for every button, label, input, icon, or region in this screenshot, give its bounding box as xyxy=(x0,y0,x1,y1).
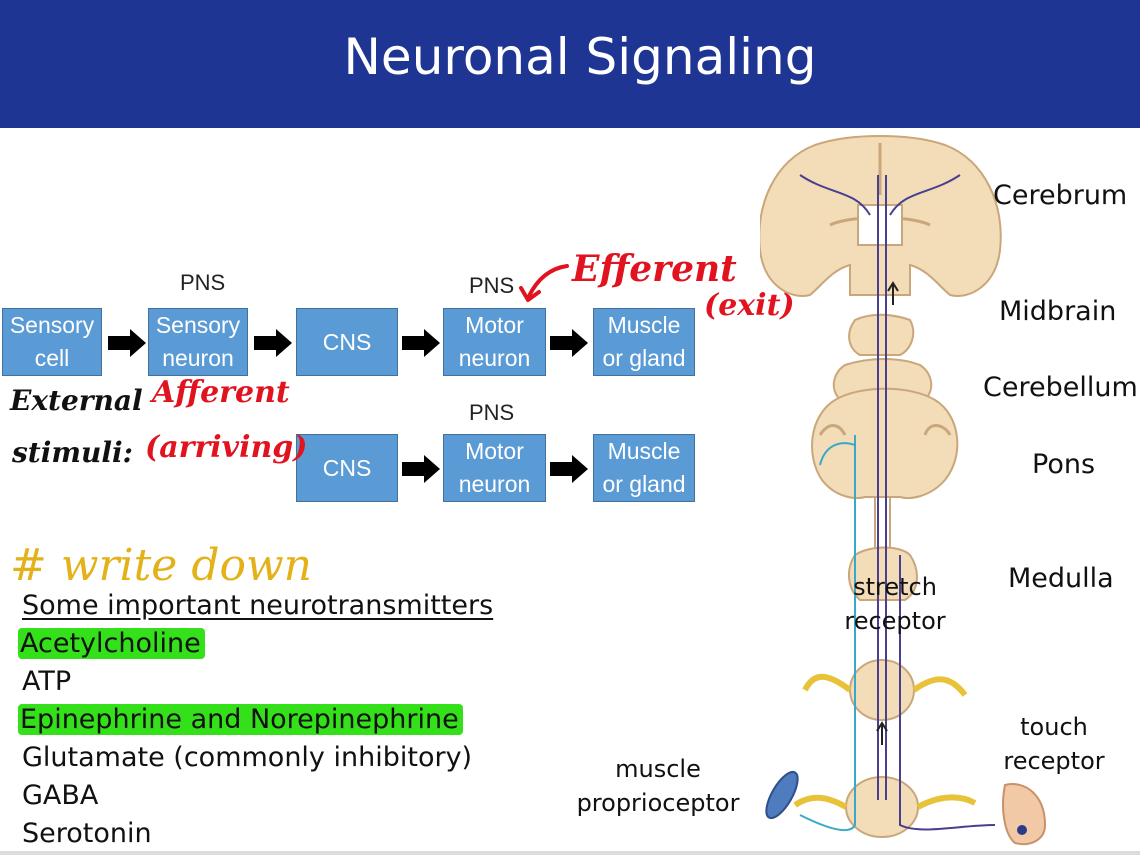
pns-label-motor: PNS xyxy=(469,273,515,298)
box-sensory-cell: Sensory cell xyxy=(2,308,102,376)
nt-item-acetylcholine: Acetylcholine xyxy=(18,628,205,659)
list-item-text: Epinephrine and Norepinephrine xyxy=(18,704,463,735)
box-text: Muscle xyxy=(607,312,681,338)
pns-label-motor-2: PNS xyxy=(469,400,515,425)
exit-annotation: (exit) xyxy=(704,288,795,323)
box-text: CNS xyxy=(322,454,372,481)
box-text: Motor xyxy=(465,438,524,464)
spinal-cord-segment xyxy=(849,659,915,721)
label-line: proprioceptor xyxy=(576,789,740,817)
box-text: or gland xyxy=(602,471,686,497)
nt-item-epinephrine: Epinephrine and Norepinephrine xyxy=(18,704,463,735)
label-cerebellum: Cerebellum xyxy=(983,372,1138,403)
list-item-text: Acetylcholine xyxy=(18,628,205,659)
nervous-system-illustration xyxy=(760,135,1047,845)
label-midbrain: Midbrain xyxy=(999,296,1117,327)
label-line: receptor xyxy=(844,607,946,635)
foot-icon xyxy=(1002,783,1047,845)
box-cns-2: CNS xyxy=(296,434,398,502)
nt-item-glutamate: Glutamate (commonly inhibitory) xyxy=(22,742,472,773)
stimuli-annotation: stimuli: xyxy=(12,436,133,469)
box-text: Sensory xyxy=(9,312,95,338)
box-text: Motor xyxy=(465,312,524,338)
title-bar xyxy=(0,0,1140,128)
midbrain-section xyxy=(848,313,915,356)
list-item-text: GABA xyxy=(22,780,99,811)
afferent-annotation: Afferent xyxy=(152,375,290,410)
efferent-annotation: Efferent xyxy=(572,248,737,290)
page-title: Neuronal Signaling xyxy=(343,28,817,86)
arrow-right-icon xyxy=(402,455,440,483)
label-line: stretch xyxy=(853,573,937,601)
arrow-right-icon xyxy=(550,455,588,483)
arrow-right-icon xyxy=(108,329,146,357)
box-text: cell xyxy=(34,345,70,371)
divider xyxy=(0,851,1140,855)
label-cerebrum: Cerebrum xyxy=(993,180,1128,211)
external-annotation: External xyxy=(10,384,143,417)
list-item-text: ATP xyxy=(22,666,72,697)
arrow-right-icon xyxy=(402,329,440,357)
neurotransmitters-heading: Some important neurotransmitters xyxy=(22,590,494,621)
box-text: CNS xyxy=(322,328,372,355)
cerebellum-section xyxy=(811,387,959,499)
label-line: touch xyxy=(1020,713,1088,741)
label-muscle-proprioceptor: muscle proprioceptor xyxy=(562,752,754,820)
label-pons: Pons xyxy=(1032,449,1096,480)
label-line: receptor xyxy=(1003,747,1105,775)
box-text: neuron xyxy=(162,345,234,371)
list-item-text: Glutamate (commonly inhibitory) xyxy=(22,742,473,773)
label-line: muscle xyxy=(615,755,701,783)
box-muscle-gland-2: Muscle or gland xyxy=(593,434,695,502)
box-sensory-neuron: Sensory neuron xyxy=(148,308,248,376)
box-text: neuron xyxy=(458,345,531,371)
label-medulla: Medulla xyxy=(1008,563,1114,594)
box-muscle-gland: Muscle or gland xyxy=(593,308,695,376)
label-stretch-receptor: stretch receptor xyxy=(833,570,957,638)
nt-item-atp: ATP xyxy=(22,666,71,697)
box-cns: CNS xyxy=(296,308,398,376)
box-text: or gland xyxy=(602,345,686,371)
list-item-text: Serotonin xyxy=(22,818,152,849)
label-touch-receptor: touch receptor xyxy=(990,710,1118,778)
box-motor-neuron-2: Motor neuron xyxy=(443,434,546,502)
box-text: Sensory xyxy=(155,312,241,338)
muscle-icon xyxy=(765,770,799,820)
pns-label-sensory: PNS xyxy=(180,270,226,295)
write-down-annotation: # write down xyxy=(10,540,312,591)
box-motor-neuron: Motor neuron xyxy=(443,308,546,376)
handwritten-curved-arrow-icon xyxy=(519,264,569,302)
arrow-right-icon xyxy=(550,329,588,357)
nt-item-serotonin: Serotonin xyxy=(22,818,152,849)
arrow-right-icon xyxy=(254,329,292,357)
arriving-annotation: (arriving) xyxy=(145,430,308,465)
nt-item-gaba: GABA xyxy=(22,780,98,811)
box-text: Muscle xyxy=(607,438,681,464)
box-text: neuron xyxy=(458,471,531,497)
